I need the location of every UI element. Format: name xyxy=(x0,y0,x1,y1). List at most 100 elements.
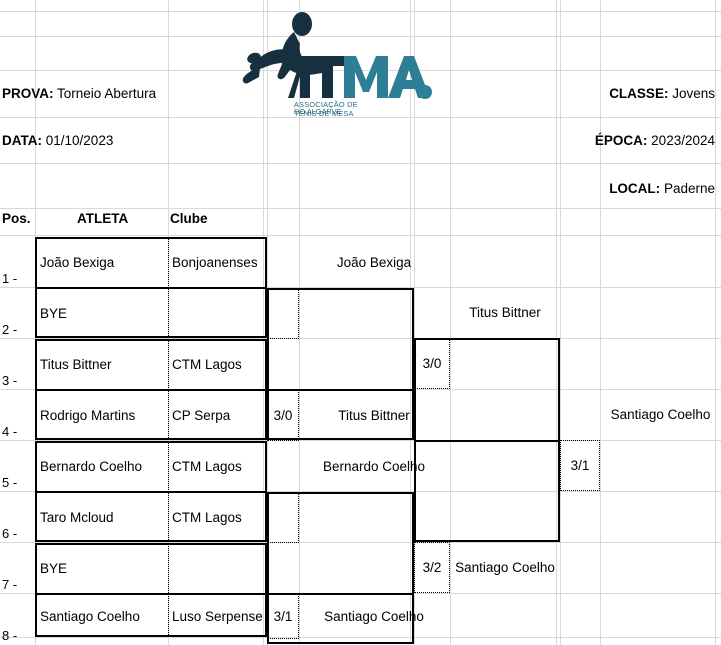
r3-score: 3/0 xyxy=(422,355,442,371)
athlete-club-separator xyxy=(168,237,169,338)
athlete-club-separator xyxy=(168,339,169,440)
gridline xyxy=(299,0,300,645)
gridline xyxy=(0,338,721,339)
r3-winner-name: Titus Bittner xyxy=(469,304,541,320)
seed-number: 6 - xyxy=(2,526,18,541)
gridline xyxy=(0,440,721,441)
seed-number: 7 - xyxy=(2,577,18,592)
r1-club-name: Bonjoanenses xyxy=(172,254,258,270)
gridline xyxy=(715,0,716,645)
r2-score-cell xyxy=(267,390,299,441)
gridline xyxy=(0,542,721,543)
athlete-club-separator xyxy=(168,543,169,637)
gridline xyxy=(450,0,451,645)
r2-winner-name: João Bexiga xyxy=(336,254,412,270)
data-value: 01/10/2023 xyxy=(45,133,114,148)
seed-number: 1 - xyxy=(2,271,18,286)
gridline xyxy=(414,0,415,645)
column-header-pos: Pos. xyxy=(2,211,31,226)
gridline xyxy=(0,208,721,209)
gridline xyxy=(556,0,557,645)
epoca-field: ÉPOCA: 2023/2024 xyxy=(595,134,715,148)
gridline xyxy=(0,287,721,288)
prova-field: PROVA: Torneio Abertura xyxy=(2,87,156,101)
prova-label: PROVA: xyxy=(2,86,54,101)
gridline xyxy=(0,11,721,12)
seed-number: 5 - xyxy=(2,475,18,490)
epoca-label: ÉPOCA: xyxy=(594,133,648,148)
r3-score-cell xyxy=(414,338,450,389)
classe-field: CLASSE: Jovens xyxy=(609,87,715,101)
gridline xyxy=(0,163,721,164)
r1-athlete-name: Taro Mcloud xyxy=(40,509,114,525)
r1-pair-divider xyxy=(35,491,267,493)
svg-text:TENIS DE MESA: TENIS DE MESA xyxy=(294,109,354,118)
r2-score-cell xyxy=(267,492,299,543)
r3-winner-name: Santiago Coelho xyxy=(455,559,555,575)
r1-athlete-name: João Bexiga xyxy=(40,254,115,270)
prova-value: Torneio Abertura xyxy=(57,86,157,101)
seed-number: 8 - xyxy=(2,628,18,643)
r1-club-name xyxy=(172,288,267,339)
r1-athlete-name: Titus Bittner xyxy=(40,356,112,372)
r1-club-name: Luso Serpense xyxy=(172,608,263,624)
r3-pair-divider xyxy=(414,440,560,442)
r3-score: 3/2 xyxy=(422,559,442,575)
r2-winner-name: Titus Bittner xyxy=(338,407,410,423)
gridline xyxy=(410,0,411,645)
r2-score: 3/0 xyxy=(273,407,293,423)
r2-score-cell xyxy=(267,288,299,339)
r1-pair-divider xyxy=(35,389,267,391)
gridline xyxy=(560,0,561,645)
r1-athlete-name: Bernardo Coelho xyxy=(40,458,143,474)
local-field: LOCAL: Paderne xyxy=(609,182,715,196)
seed-number: 3 - xyxy=(2,373,18,388)
r1-athlete-name: BYE xyxy=(40,560,68,576)
gridline xyxy=(0,36,721,37)
gridline xyxy=(600,0,601,645)
r2-pair-divider xyxy=(267,389,414,391)
column-header-atleta: ATLETA xyxy=(77,211,129,226)
r1-athlete-name: BYE xyxy=(40,305,68,321)
classe-value: Jovens xyxy=(672,86,715,101)
gridline xyxy=(0,235,721,236)
r1-pair-divider xyxy=(35,287,267,289)
r2-score: 3/1 xyxy=(273,608,293,624)
champion-name: Santiago Coelho xyxy=(610,406,711,422)
r1-club-name: CTM Lagos xyxy=(172,458,242,474)
seed-number: 4 - xyxy=(2,424,18,439)
gridline xyxy=(0,117,721,118)
local-label: LOCAL: xyxy=(609,181,661,196)
final-score-cell xyxy=(560,440,600,491)
epoca-value: 2023/2024 xyxy=(651,133,715,148)
logo-subtitle-line3: DO ALGARVE xyxy=(294,107,342,116)
r2-pair-box xyxy=(267,492,414,644)
r1-club-name: CTM Lagos xyxy=(172,356,242,372)
atma-logo: ASSOCIAÇÃO DE TENIS DE MESA DO ALGARVE xyxy=(232,6,432,118)
r2-score-cell xyxy=(267,594,299,639)
r1-club-name: CTM Lagos xyxy=(172,509,242,525)
classe-label: CLASSE: xyxy=(609,86,669,101)
r1-club-name xyxy=(172,543,267,594)
final-score: 3/1 xyxy=(570,457,590,473)
r1-pair-divider xyxy=(35,593,267,595)
r1-club-name: CP Serpa xyxy=(172,407,231,423)
r2-pair-box xyxy=(267,288,414,440)
local-value: Paderne xyxy=(663,181,715,196)
r3-score-cell xyxy=(414,542,450,593)
svg-text:ASSOCIAÇÃO DE: ASSOCIAÇÃO DE xyxy=(294,100,358,109)
r2-score xyxy=(267,492,299,543)
r2-score xyxy=(267,288,299,339)
data-field: DATA: 01/10/2023 xyxy=(2,134,113,148)
athlete-club-separator xyxy=(168,441,169,542)
column-header-clube: Clube xyxy=(170,211,208,226)
r2-pair-divider xyxy=(267,593,414,595)
r1-pair-box xyxy=(35,543,267,637)
data-label: DATA: xyxy=(2,133,42,148)
seed-number: 2 - xyxy=(2,322,18,337)
r2-winner-name: Bernardo Coelho xyxy=(322,458,426,474)
r2-winner-name: Santiago Coelho xyxy=(324,608,424,624)
r1-athlete-name: Rodrigo Martins xyxy=(40,407,136,423)
r1-athlete-name: Santiago Coelho xyxy=(40,608,140,624)
